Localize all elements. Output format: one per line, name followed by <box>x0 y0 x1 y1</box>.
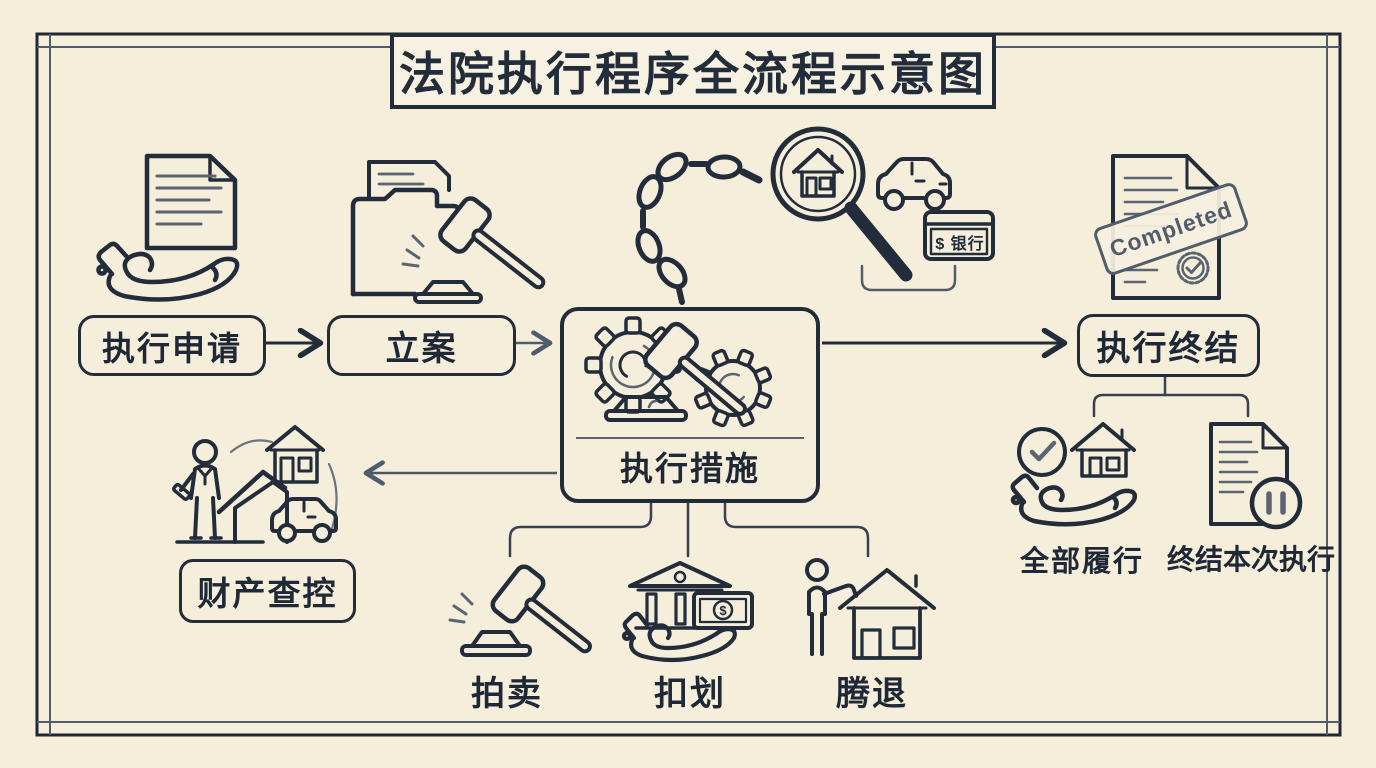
document-pause-icon <box>1209 422 1303 530</box>
branch-label-full-performance: 全部履行 <box>1019 546 1144 578</box>
car-icon <box>876 157 952 211</box>
chain-icon <box>635 151 763 305</box>
car-icon <box>270 497 338 543</box>
measures-divider <box>576 437 804 439</box>
connector-termination-branches <box>1092 369 1250 418</box>
diagram-title-box: 法院执行程序全流程示意图 <box>390 33 996 109</box>
bank-card-label: $ 银行 <box>935 236 985 253</box>
bank-card-icon <box>923 210 995 261</box>
money-bill-icon: $ <box>692 591 754 630</box>
node-label: 立案 <box>385 330 458 368</box>
person-house-icon <box>805 558 936 660</box>
branch-label-eviction: 腾退 <box>836 675 908 713</box>
property-control-arcs <box>229 439 338 534</box>
diagram-title: 法院执行程序全流程示意图 <box>399 48 987 100</box>
person-icon <box>805 558 858 656</box>
house-icon <box>1070 422 1136 478</box>
pause-circle-icon <box>1249 476 1303 530</box>
node-case-filing: 立案 <box>327 315 516 376</box>
node-label: 执行措施 <box>620 450 760 487</box>
open-hand-icon <box>1010 473 1138 527</box>
branch-label-auction: 拍卖 <box>471 675 543 713</box>
dollar-symbol: $ <box>719 603 727 618</box>
folder-gavel-icon <box>350 160 546 304</box>
node-execution-measures: 执行措施 <box>560 307 820 503</box>
bank-money-hand-icon: $ <box>622 561 754 663</box>
node-label: 财产查控 <box>197 575 338 612</box>
house-icon <box>838 568 936 660</box>
officer-person-icon <box>172 439 265 544</box>
seal-check-icon <box>1176 251 1210 285</box>
assets-group-bracket <box>860 264 957 292</box>
node-label: 执行终结 <box>1096 330 1241 368</box>
node-execution-termination: 执行终结 <box>1077 314 1260 377</box>
person-house-car-icon <box>172 425 338 544</box>
gears-gavel-icon <box>584 316 773 428</box>
hand-document-icon <box>96 153 240 302</box>
node-property-control: 财产查控 <box>179 559 356 623</box>
node-execution-application: 执行申请 <box>78 315 266 376</box>
check-house-hand-icon <box>1010 422 1138 527</box>
gavel-icon <box>604 321 747 422</box>
open-hand-icon <box>622 611 737 663</box>
check-circle-icon <box>1017 427 1067 477</box>
house-icon <box>265 425 325 484</box>
asset-search-icon <box>770 126 995 282</box>
branch-label-deduction: 扣划 <box>654 675 726 713</box>
connector-measures-branches <box>508 500 870 558</box>
node-label: 执行申请 <box>102 329 242 367</box>
magnifier-house-icon <box>770 126 913 282</box>
auction-gavel-icon <box>448 564 592 657</box>
branch-label-terminate-current: 终结本次执行 <box>1166 544 1335 575</box>
